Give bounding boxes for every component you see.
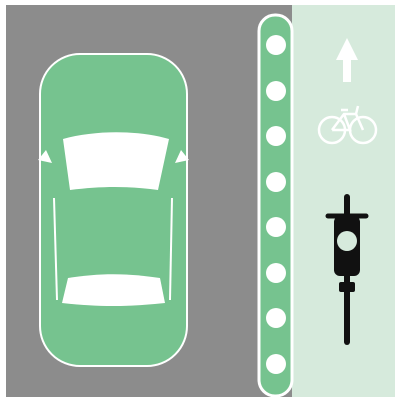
- car-icon: [38, 54, 189, 366]
- buffer-strip: [259, 15, 292, 396]
